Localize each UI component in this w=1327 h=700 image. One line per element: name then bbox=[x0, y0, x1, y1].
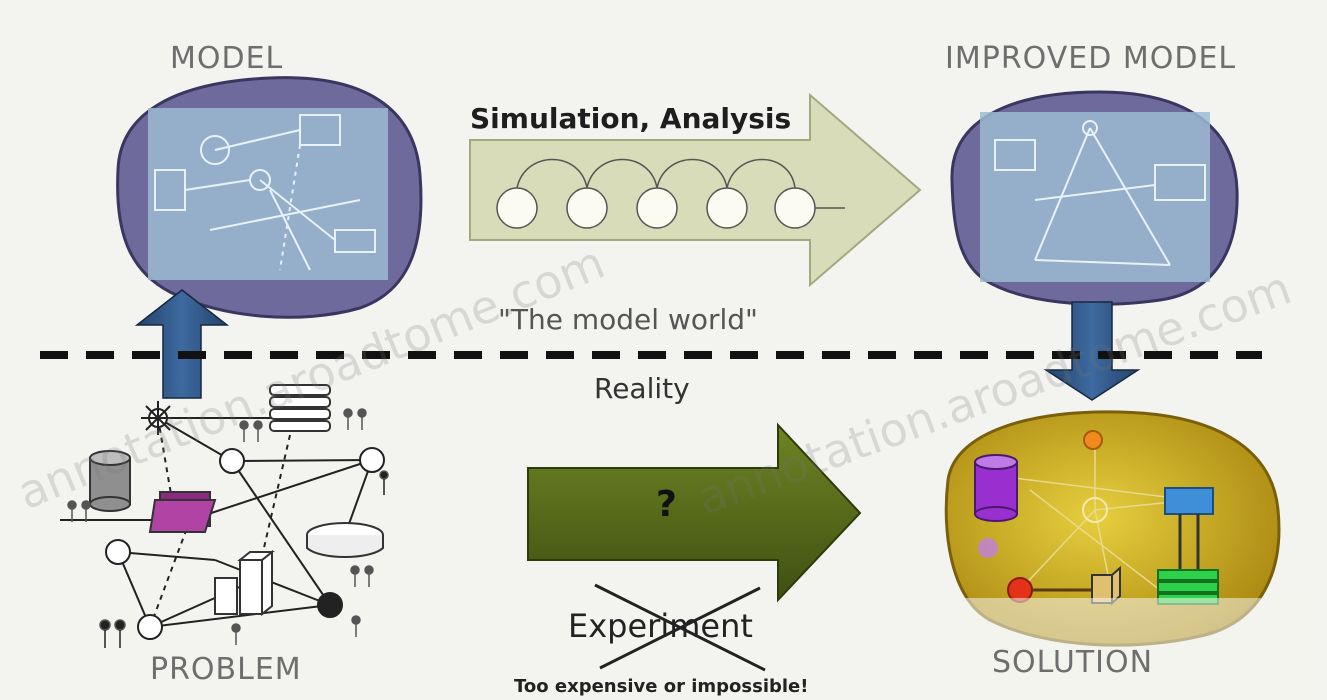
problem-network-nodes bbox=[67, 384, 389, 648]
solution-blocks-icon bbox=[1091, 565, 1121, 606]
experiment-arrow bbox=[527, 422, 862, 603]
solution-label: SOLUTION bbox=[992, 645, 1154, 680]
solution-purple-node bbox=[978, 538, 998, 558]
database-icon bbox=[89, 450, 131, 512]
sun-icon bbox=[141, 401, 175, 435]
simulation-arrow bbox=[469, 92, 922, 288]
stack-icon bbox=[269, 384, 331, 432]
reality-label: Reality bbox=[594, 372, 690, 405]
dish-icon bbox=[306, 522, 384, 558]
question-mark: ? bbox=[656, 484, 677, 525]
experiment-label: Experiment bbox=[568, 607, 753, 645]
problem-label: PROBLEM bbox=[150, 652, 302, 687]
solution-blob bbox=[944, 410, 1281, 647]
up-arrow bbox=[134, 289, 230, 399]
solution-label-panel bbox=[958, 598, 1310, 700]
too-expensive-label: Too expensive or impossible! bbox=[514, 676, 809, 697]
improved-model-blob bbox=[950, 90, 1239, 306]
simulation-label: Simulation, Analysis bbox=[470, 102, 792, 135]
solution-sun-icon bbox=[1083, 430, 1103, 450]
folder-icon bbox=[148, 491, 217, 533]
model-blob bbox=[116, 76, 423, 319]
model-world-label: "The model world" bbox=[498, 303, 758, 336]
blocks-icon bbox=[214, 549, 275, 617]
improved-model-label: IMPROVED MODEL bbox=[945, 41, 1237, 76]
solution-database-icon bbox=[974, 454, 1018, 522]
solution-server-icon bbox=[1164, 487, 1214, 515]
people-icons bbox=[67, 408, 389, 648]
model-label: MODEL bbox=[170, 41, 284, 76]
down-arrow bbox=[1043, 301, 1141, 401]
experiment-cross bbox=[594, 583, 766, 672]
